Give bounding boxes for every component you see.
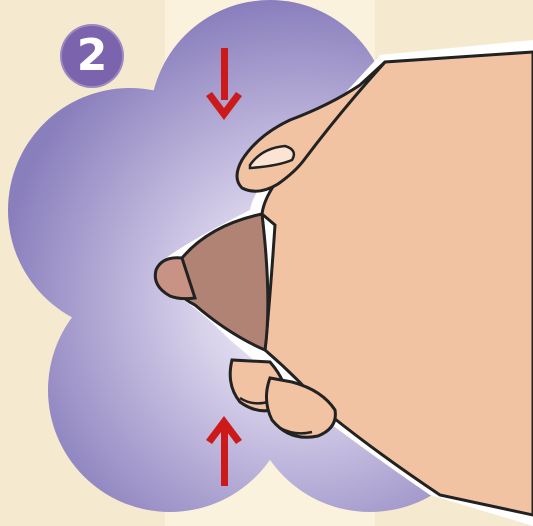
step-number-badge: 2 bbox=[60, 24, 124, 88]
